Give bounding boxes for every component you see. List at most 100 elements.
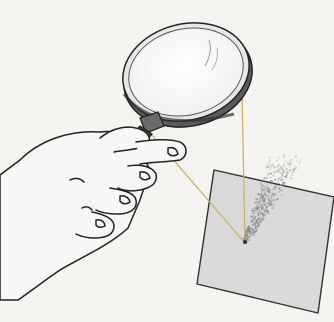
smoke-particle [284, 157, 286, 159]
smoke-particle [278, 164, 280, 166]
smoke-particle [273, 199, 275, 201]
smoke-particle [251, 232, 253, 234]
smoke-particle [247, 229, 248, 230]
smoke-particle [281, 173, 283, 175]
smoke-particle [274, 205, 275, 206]
smoke-particle [280, 166, 282, 168]
smoke-particle [272, 182, 274, 184]
smoke-particle [260, 197, 262, 199]
smoke-particle [283, 184, 285, 186]
smoke-particle [282, 176, 283, 177]
smoke-particle [247, 223, 248, 224]
smoke-particle [248, 229, 250, 231]
smoke-particle [273, 171, 275, 173]
smoke-particle [291, 172, 293, 174]
smoke-particle [261, 211, 262, 212]
smoke-particle [250, 227, 252, 229]
smoke-particle [258, 218, 260, 220]
smoke-particle [273, 207, 274, 208]
smoke-particle [261, 207, 263, 209]
smoke-particle [268, 162, 269, 163]
smoke-particle [275, 186, 277, 188]
smoke-particle [267, 202, 268, 203]
smoke-particle [253, 215, 254, 216]
smoke-particle [266, 177, 268, 179]
smoke-particle [295, 167, 297, 169]
smoke-particle [252, 217, 253, 218]
smoke-particle [274, 201, 275, 202]
smoke-particle [266, 210, 268, 212]
smoke-particle [280, 168, 281, 169]
smoke-particle [283, 163, 284, 164]
smoke-particle [269, 200, 271, 202]
smoke-particle [281, 178, 283, 180]
smoke-particle [258, 217, 259, 218]
smoke-particle [256, 204, 258, 206]
smoke-particle [263, 204, 264, 205]
smoke-particle [258, 207, 260, 209]
smoke-particle [282, 190, 283, 191]
smoke-particle [257, 212, 259, 214]
smoke-particle [260, 183, 262, 185]
smoke-particle [272, 175, 274, 177]
smoke-particle [255, 201, 257, 203]
smoke-particle [267, 184, 268, 185]
smoke-particle [274, 193, 275, 194]
smoke-particle [263, 214, 265, 216]
smoke-particle [279, 169, 281, 171]
smoke-particle [260, 221, 262, 223]
smoke-particle [250, 234, 251, 235]
smoke-particle [280, 190, 281, 191]
smoke-particle [290, 177, 292, 179]
smoke-particle [263, 195, 265, 197]
smoke-particle [271, 164, 273, 166]
smoke-particle [265, 208, 266, 209]
smoke-particle [267, 190, 268, 191]
smoke-particle [264, 186, 266, 188]
smoke-particle [259, 202, 261, 204]
smoke-particle [289, 162, 291, 164]
smoke-particle [252, 210, 254, 212]
smoke-particle [292, 178, 293, 179]
smoke-particle [258, 203, 260, 205]
smoke-particle [254, 210, 256, 212]
smoke-particle [266, 209, 267, 210]
smoke-particle [256, 221, 257, 222]
smoke-particle [247, 227, 249, 229]
smoke-particle [247, 237, 248, 238]
smoke-particle [260, 213, 262, 215]
smoke-particle [266, 197, 267, 198]
smoke-particle [272, 193, 273, 194]
smoke-particle [273, 166, 275, 168]
smoke-particle [269, 169, 270, 170]
smoke-particle [263, 177, 265, 179]
smoke-particle [263, 209, 265, 211]
smoke-particle [264, 198, 266, 200]
smoke-particle [292, 169, 294, 171]
smoke-particle [293, 171, 294, 172]
smoke-particle [253, 224, 254, 225]
smoke-particle [261, 206, 262, 207]
smoke-particle [258, 205, 259, 206]
smoke-particle [268, 173, 269, 174]
smoke-particle [261, 203, 263, 205]
smoke-particle [262, 184, 264, 186]
magnifying-glass [112, 10, 263, 146]
smoke-particle [266, 206, 268, 208]
smoke-particle [247, 235, 249, 237]
smoke-particle [259, 215, 260, 216]
smoke-particle [300, 160, 301, 161]
smoke-particle [267, 174, 269, 176]
smoke-particle [254, 231, 256, 233]
smoke-particle [249, 239, 250, 240]
smoke-particle [279, 182, 280, 183]
smoke-particle [259, 194, 261, 196]
smoke-particle [261, 194, 262, 195]
smoke-particle [271, 169, 272, 170]
smoke-particle [290, 160, 292, 162]
smoke-particle [246, 235, 247, 236]
smoke-particle [264, 188, 266, 190]
smoke-particle [258, 211, 259, 212]
smoke-particle [253, 234, 255, 236]
